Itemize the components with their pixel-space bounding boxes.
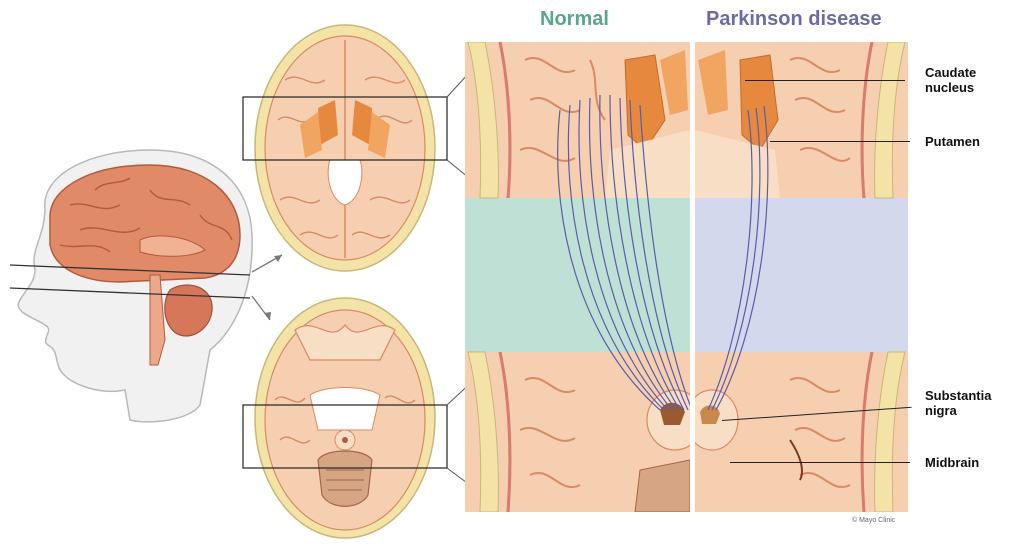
normal-panel	[465, 42, 703, 512]
normal-panel-title: Normal	[540, 8, 609, 31]
caudate-label-line1: Caudate	[925, 65, 976, 80]
substantia-label-line1: Substantia	[925, 388, 991, 403]
substantia-label-line2: nigra	[925, 403, 991, 418]
parkinson-panel	[686, 42, 908, 512]
slice-cerebellum	[318, 451, 372, 506]
lower-axial-slice	[243, 298, 490, 538]
parkinson-panel-title: Parkinson disease	[706, 8, 882, 31]
midbrain-leader-line	[730, 462, 910, 463]
putamen-leader-line	[770, 141, 910, 142]
caudate-leader-line	[745, 80, 905, 81]
upper-axial-slice	[243, 25, 490, 271]
putamen-label: Putamen	[925, 134, 980, 149]
head-sagittal-view	[10, 150, 282, 422]
copyright-credit: © Mayo Clinic	[852, 517, 895, 524]
caudate-nucleus-label: Caudate nucleus	[925, 65, 976, 95]
caudate-label-line2: nucleus	[925, 80, 976, 95]
substantia-nigra-label: Substantia nigra	[925, 388, 991, 418]
midbrain-label: Midbrain	[925, 455, 979, 470]
